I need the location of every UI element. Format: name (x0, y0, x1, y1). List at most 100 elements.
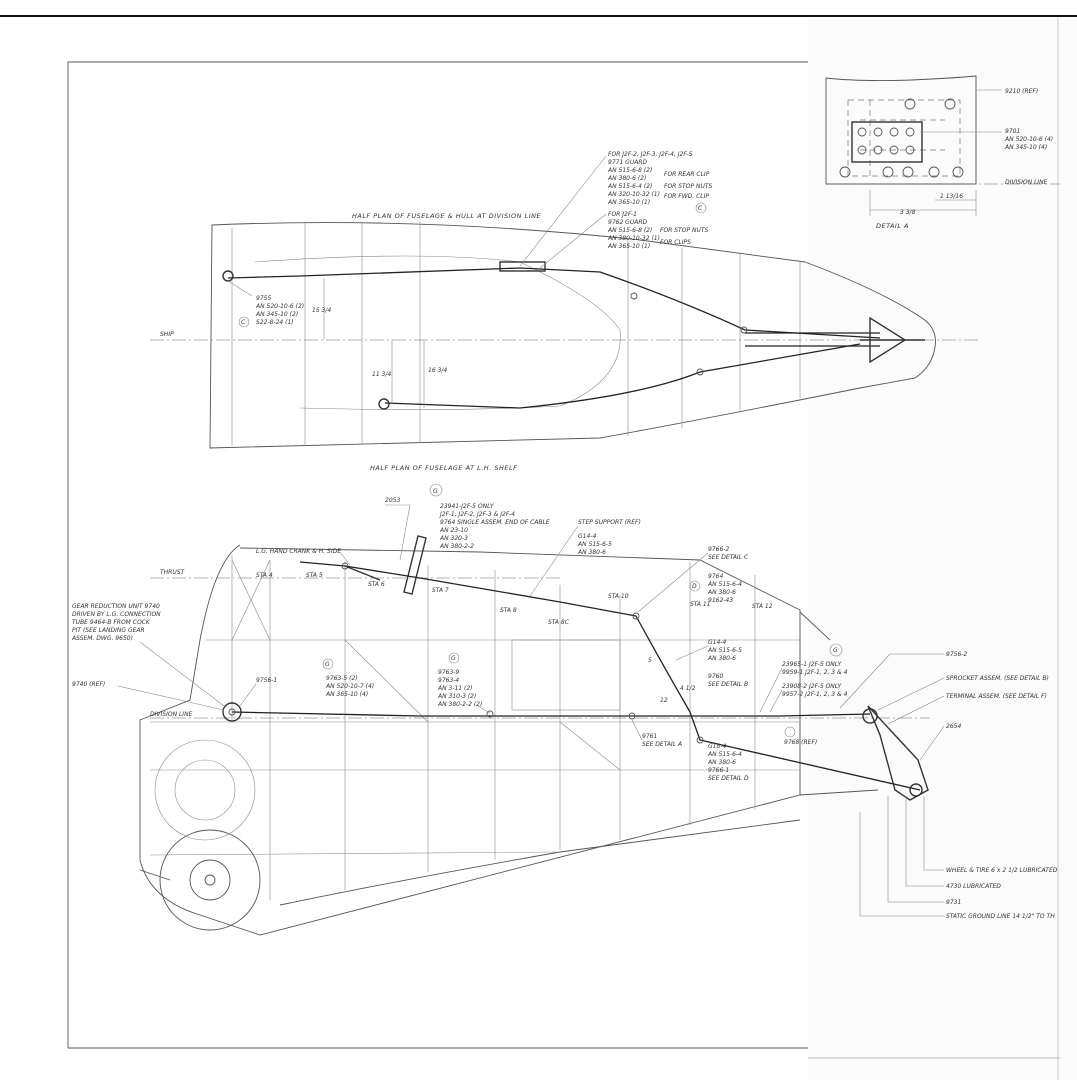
detail-a-bolt (882, 166, 894, 178)
top-view-title: HALF PLAN OF FUSELAGE & HULL AT DIVISION… (352, 212, 541, 220)
crank-handle (403, 535, 427, 595)
guard-a-note: FOR FWD. CLIP (664, 193, 709, 200)
station-label: STA 11 (690, 601, 711, 608)
detail-a-bolt (928, 166, 940, 178)
ref-9162: 9162-43 (708, 597, 733, 604)
top-dim: 11 3/4 (372, 371, 391, 378)
retracted-wheel-hub (174, 759, 236, 821)
group-4-part: AN 515-6-5 (707, 647, 742, 654)
hand-crank (344, 565, 381, 581)
clip (696, 368, 704, 376)
group-1-part: AN 365-10 (4) (325, 691, 368, 698)
main-wheel-hub (189, 859, 231, 901)
side-view: HALF PLAN OF FUSELAGE AT L.H. SHELF THRU… (71, 464, 1058, 936)
detail-c-ref: SEE DETAIL C (708, 554, 749, 561)
longeron (149, 851, 561, 856)
group-4-part: G14-4 (708, 639, 726, 646)
keel-line (139, 819, 801, 906)
only-note: 9957-2 J2F-1, 2, 3 & 4 (782, 691, 848, 698)
bracing (231, 559, 621, 771)
leader (769, 689, 783, 713)
gear-reduction-text: PIT (SEE LANDING GEAR (72, 627, 145, 634)
pulley-part: AN 520-10-6 (2) (255, 303, 304, 310)
station-label: STA 5 (306, 572, 323, 579)
access-panel (511, 639, 621, 711)
hull-outline (209, 222, 936, 449)
tag-g-circle (429, 483, 443, 497)
top-dim: 15 3/4 (312, 307, 331, 314)
tag-g: G (325, 661, 330, 668)
leader (339, 551, 351, 566)
side-dim: 4 1/2 (680, 685, 696, 692)
right-label: 9756-2 (946, 651, 967, 658)
tag-g: G (433, 488, 438, 495)
leader (905, 796, 944, 887)
guard-a-line: 9771 GUARD (608, 159, 647, 166)
right-label: 2654 (946, 723, 961, 730)
leader (887, 695, 945, 725)
detail-a-bolt (905, 127, 915, 137)
detail-a-bolt (952, 166, 964, 178)
guard-b-line: AN 365-10 (1) (607, 243, 650, 250)
right-label: TERMINAL ASSEM. (SEE DETAIL F) (946, 693, 1047, 700)
group-3-part: 9764 (708, 573, 723, 580)
step-support-label: STEP SUPPORT (REF) (578, 519, 641, 526)
gear-reduction-text: TUBE 9464-B FROM COCK (72, 619, 151, 626)
station-label: STA 8C (548, 619, 570, 626)
cockpit-contour (254, 255, 621, 410)
tag-c-circle (695, 202, 707, 214)
thrust-label: THRUST (160, 569, 186, 576)
part-9756-1: 9756-1 (256, 677, 277, 684)
cable-note: 9764 SINGLE ASSEM. END OF CABLE (440, 519, 550, 526)
guard-b-line: AN 515-6-8 (2) (607, 227, 652, 234)
guard-a-line: AN 515-6-8 (2) (607, 167, 652, 174)
guard-a-note: FOR REAR CLIP (664, 171, 710, 178)
detail-c-ref: 9766-2 (708, 546, 729, 553)
leader (631, 719, 643, 741)
guard-a-line: AN 320-10-32 (1) (607, 191, 660, 198)
cable-note: J2F-1, J2F-2, J2F-3 & J2F-4 (439, 511, 515, 518)
leader (399, 504, 411, 561)
step-part: G14-4 (578, 533, 596, 540)
detail-a-hidden-lines (847, 99, 961, 177)
group-2-part: 9763-9 (438, 669, 459, 676)
step-part: AN 380-6 (577, 549, 606, 556)
tag-g-circle (448, 652, 460, 664)
tag-d: D (692, 583, 697, 590)
detail-b-ref: 9760 (708, 673, 723, 680)
leader (117, 685, 225, 711)
pulley (486, 710, 494, 718)
detail-a-part-label: AN 520-10-6 (4) (1004, 136, 1053, 143)
leader (923, 796, 944, 871)
bottom-label: 9731 (946, 899, 961, 906)
detail-a-outline (825, 75, 977, 185)
group-4-part: AN 380-6 (707, 655, 736, 662)
right-label: SPROCKET ASSEM. (SEE DETAIL B) (946, 675, 1049, 682)
pulley-part: AN 345-10 (2) (255, 311, 298, 318)
fin-leading-edge (799, 611, 831, 641)
group-3-part: AN 515-6-4 (707, 581, 742, 588)
group-2-part: AN 380-2-2 (2) (437, 701, 482, 708)
guard-b-note: FOR STOP NUTS (660, 227, 709, 234)
detail-a-bolt (873, 145, 883, 155)
top-view: HALF PLAN OF FUSELAGE & HULL AT DIVISION… (150, 151, 980, 449)
lower-control-cable (384, 343, 861, 409)
bottom-label: WHEEL & TIRE 6 x 2 1/2 LUBRICATED (946, 867, 1058, 874)
detail-a-bolt (873, 127, 883, 137)
detail-a-fitting (851, 121, 923, 163)
detail-a-dim: 3 3/8 (900, 209, 916, 216)
guard-a-line: AN 380-6 (2) (607, 175, 646, 182)
tag-c: C (241, 319, 246, 326)
station-label: STA 6 (368, 581, 385, 588)
clip (740, 326, 748, 334)
cable-guard (499, 261, 546, 272)
drawing-border (67, 61, 808, 1048)
leader (887, 796, 944, 903)
upper-control-cable (227, 267, 881, 339)
step-part: AN 515-6-5 (577, 541, 612, 548)
ref-9740: 9740 (REF) (72, 681, 105, 688)
guard-b-line: FOR J2F-1 (608, 211, 637, 218)
ship-cl-label: SHIP (160, 331, 174, 338)
group-5-part: G18-4 (708, 743, 726, 750)
